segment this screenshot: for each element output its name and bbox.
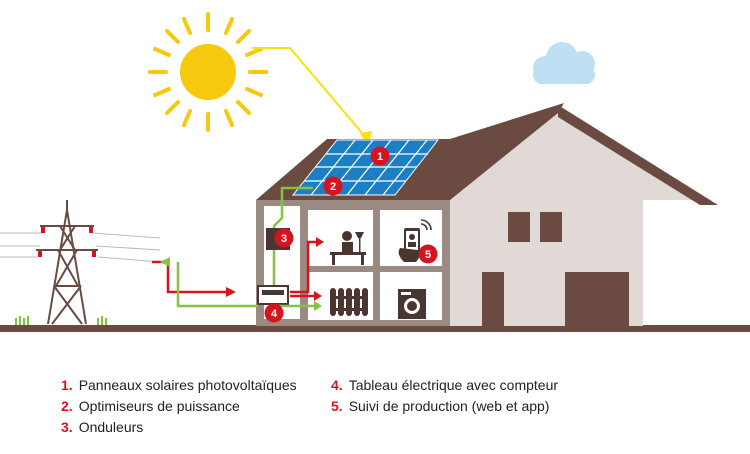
- legend-label: Panneaux solaires photovoltaïques: [78, 377, 297, 393]
- pylon-insulators: [38, 227, 96, 257]
- grid-import-line: [152, 260, 228, 294]
- home-red-arrowhead-2: [314, 291, 322, 301]
- legend-item-4: 4. Tableau électrique avec compteur: [331, 376, 558, 397]
- marker-4: 4: [264, 303, 284, 323]
- svg-text:4: 4: [271, 308, 278, 320]
- ground-line: [0, 325, 750, 332]
- marker-5: 5: [418, 244, 438, 264]
- legend-item-5: 5. Suivi de production (web et app): [331, 397, 558, 418]
- grid-export-line: [176, 262, 258, 308]
- svg-text:3: 3: [281, 233, 287, 245]
- legend-number: 2.: [61, 398, 73, 414]
- legend-item-2: 2. Optimiseurs de puissance: [61, 397, 297, 418]
- legend-item-3: 3. Onduleurs: [61, 418, 297, 439]
- legend-number: 4.: [331, 377, 343, 393]
- marker-3: 3: [274, 228, 294, 248]
- legend-label: Onduleurs: [78, 419, 144, 435]
- cloud-icon: [533, 42, 595, 84]
- marker-2: 2: [323, 176, 343, 196]
- home-red-arrowhead: [316, 237, 324, 247]
- legend-label: Suivi de production (web et app): [348, 398, 550, 414]
- sun-icon: [148, 12, 268, 132]
- pylon-icon: [0, 200, 161, 325]
- legend-item-1: 1. Panneaux solaires photovoltaïques: [61, 376, 297, 397]
- meter-icon: [257, 285, 289, 305]
- grid-import-arrowhead: [226, 287, 236, 297]
- solar-house-diagram: 1 2 3 4 5: [0, 12, 750, 332]
- smartphone-icon: [398, 219, 432, 262]
- legend-number: 3.: [61, 419, 73, 435]
- legend-label: Optimiseurs de puissance: [78, 398, 240, 414]
- legend-left-column: 1. Panneaux solaires photovoltaïques 2. Op…: [61, 376, 297, 439]
- radiator-icon: [330, 288, 368, 316]
- washing-machine-icon: [398, 289, 426, 319]
- desk-lamp-icon: [330, 231, 366, 265]
- sun-ray-line: [252, 47, 369, 141]
- home-red-line: [290, 240, 318, 294]
- legend-label: Tableau électrique avec compteur: [348, 377, 559, 393]
- legend-right-column: 4. Tableau électrique avec compteur 5. Sui…: [331, 376, 558, 418]
- svg-text:5: 5: [425, 249, 431, 261]
- legend-number: 5.: [331, 398, 343, 414]
- legend-number: 1.: [61, 377, 73, 393]
- svg-text:1: 1: [377, 151, 383, 163]
- grid-export-arrowhead: [160, 257, 170, 267]
- svg-text:2: 2: [330, 181, 336, 193]
- home-green-arrowhead: [314, 301, 322, 311]
- marker-1: 1: [370, 146, 390, 166]
